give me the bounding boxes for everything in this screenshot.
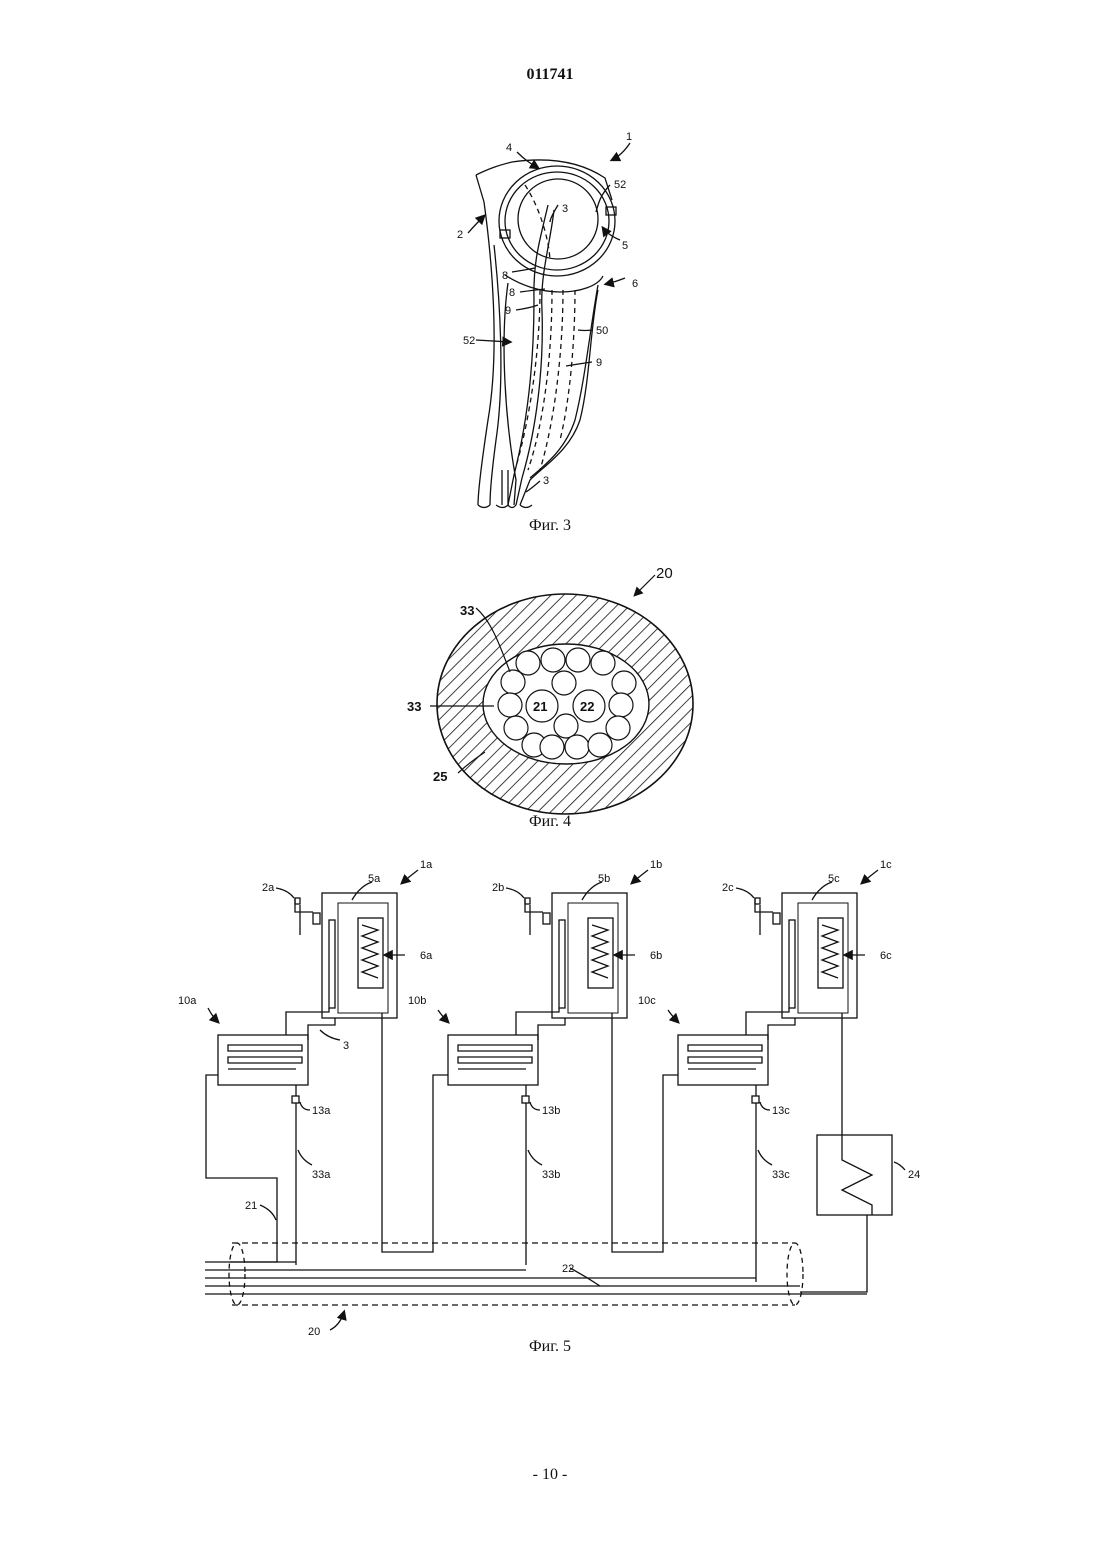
label-4: 4 — [506, 142, 512, 154]
label-13c: 13c — [772, 1105, 790, 1117]
label-9: 9 — [596, 357, 602, 369]
label-5a: 5a — [368, 873, 381, 885]
label-5c: 5c — [828, 873, 840, 885]
label-10c: 10c — [638, 995, 656, 1007]
label-6b: 6b — [650, 950, 662, 962]
label-25: 25 — [433, 769, 447, 784]
figure-5-labels: 1a 1b 1c 2a 2b 2c 5a 5b 5c 6a 6b 6c 10a … — [178, 859, 920, 1338]
figure-5-caption: Фиг. 5 — [0, 1338, 1100, 1356]
label-33: 33 — [460, 603, 474, 618]
label-5b: 5b — [598, 873, 610, 885]
label-2a: 2a — [262, 882, 275, 894]
label-21: 21 — [245, 1200, 257, 1212]
label-20: 20 — [656, 565, 673, 582]
label-2b: 2b — [492, 882, 504, 894]
label-20: 20 — [308, 1326, 320, 1338]
label-24: 24 — [908, 1169, 920, 1181]
label-10a: 10a — [178, 995, 197, 1007]
label-21: 21 — [533, 699, 547, 714]
label-9: 9 — [505, 305, 511, 317]
label-1c: 1c — [880, 859, 892, 871]
label-6a: 6a — [420, 950, 433, 962]
label-1b: 1b — [650, 859, 662, 871]
label-33: 33 — [407, 699, 421, 714]
label-3: 3 — [543, 475, 549, 487]
label-33a: 33a — [312, 1169, 331, 1181]
label-5: 5 — [622, 240, 628, 252]
label-2c: 2c — [722, 882, 734, 894]
label-1: 1 — [626, 131, 632, 143]
label-52: 52 — [614, 179, 626, 191]
label-22: 22 — [562, 1263, 574, 1275]
label-1a: 1a — [420, 859, 433, 871]
label-3: 3 — [562, 203, 568, 215]
label-13a: 13a — [312, 1105, 331, 1117]
label-22: 22 — [580, 699, 594, 714]
page-footer-number: - 10 - — [0, 1466, 1100, 1484]
label-2: 2 — [457, 229, 463, 241]
label-6: 6 — [632, 278, 638, 290]
label-8: 8 — [509, 287, 515, 299]
label-33c: 33c — [772, 1169, 790, 1181]
label-3: 3 — [343, 1040, 349, 1052]
label-8: 8 — [502, 270, 508, 282]
label-13b: 13b — [542, 1105, 560, 1117]
figure-3-labels: 1 4 52 3 2 5 8 6 8 9 50 52 9 3 — [457, 131, 638, 487]
label-6c: 6c — [880, 950, 892, 962]
label-10b: 10b — [408, 995, 426, 1007]
label-52: 52 — [463, 335, 475, 347]
label-50: 50 — [596, 325, 608, 337]
figure-4-caption: Фиг. 4 — [0, 813, 1100, 831]
figure-5-drawing — [205, 870, 905, 1330]
figure-3-caption: Фиг. 3 — [0, 517, 1100, 535]
label-33b: 33b — [542, 1169, 560, 1181]
